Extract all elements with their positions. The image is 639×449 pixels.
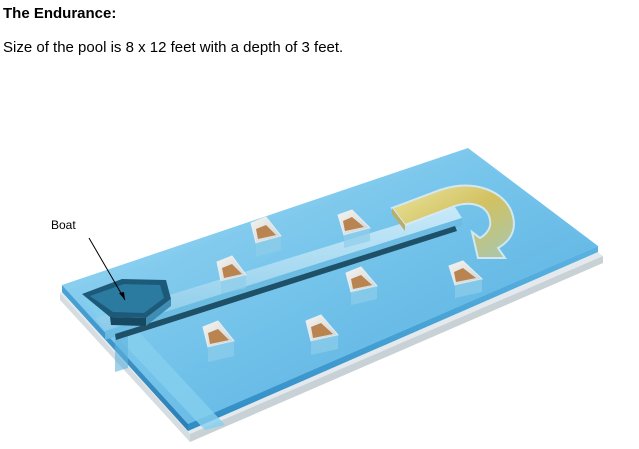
boat-callout: Boat <box>51 218 126 301</box>
buoy <box>305 314 339 355</box>
buoy <box>202 320 235 362</box>
center-divider <box>95 207 462 340</box>
buoy <box>448 260 484 298</box>
buoy <box>337 209 371 248</box>
buoy <box>345 266 378 305</box>
buoy <box>216 255 247 294</box>
document-title: The Endurance: <box>3 5 117 22</box>
boat-callout-label: Boat <box>51 218 76 232</box>
turnaround-arrow-icon <box>390 184 515 259</box>
boat <box>82 279 171 326</box>
pool-size-description: Size of the pool is 8 x 12 feet with a d… <box>3 39 344 56</box>
buoy <box>250 216 282 257</box>
